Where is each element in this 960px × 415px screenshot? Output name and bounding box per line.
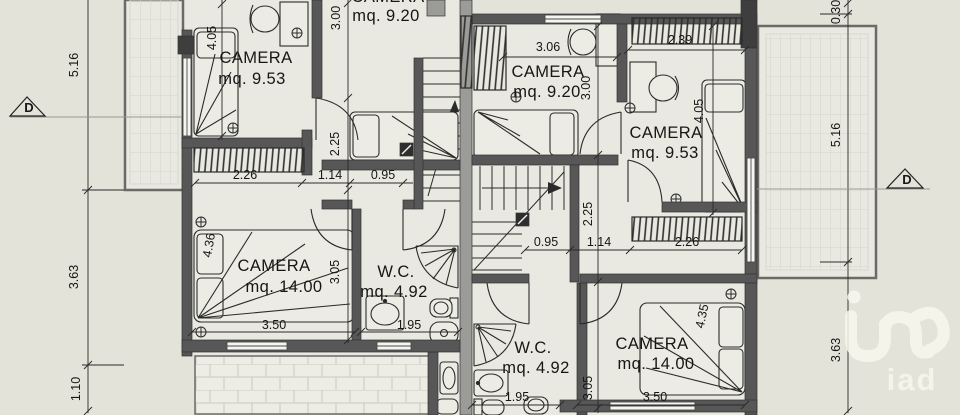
room-left-wc-name: W.C. xyxy=(377,263,414,281)
dim-r-239: 2.39 xyxy=(668,33,692,47)
window-left-south-1 xyxy=(226,341,288,351)
desk-right-2 xyxy=(629,61,680,113)
bed-double-right xyxy=(639,302,746,396)
dim-ticks xyxy=(83,0,853,415)
room-right-camera3-name: CAMERA xyxy=(616,335,689,353)
shaft-hatch xyxy=(460,15,473,89)
dim-right-mid: 5.16 xyxy=(829,123,843,147)
bed-single-left-2 xyxy=(349,111,459,161)
dim-l-226: 2.26 xyxy=(233,168,257,182)
dim-left-top: 5.16 xyxy=(67,53,81,77)
dim-r-195: 1.95 xyxy=(505,390,529,404)
left-unit-dimension-labels: 4.05 3.00 2.26 1.14 0.95 2.25 4.36 3.05 … xyxy=(200,6,421,332)
shower-left xyxy=(415,245,459,289)
room-right-wc-name: W.C. xyxy=(514,339,551,357)
dim-r-435: 4.35 xyxy=(693,303,712,330)
wardrobe-left xyxy=(193,147,305,173)
dim-r-095: 0.95 xyxy=(534,235,558,249)
edge-dimension-labels: 5.16 3.63 1.10 0.30 5.16 3.63 xyxy=(67,0,843,401)
room-left-wc-area: mq. 4.92 xyxy=(360,283,427,301)
sink-left xyxy=(365,295,405,331)
window-right-north xyxy=(544,14,602,24)
section-markers: D D xyxy=(8,96,930,190)
dim-r-300: 3.00 xyxy=(579,76,593,100)
wardrobes xyxy=(193,15,743,242)
dim-l-436: 4.36 xyxy=(200,232,218,258)
column-marks xyxy=(401,144,528,225)
section-marker-left-label: D xyxy=(24,100,33,115)
sink-right xyxy=(473,369,509,397)
room-right-camera2-area: mq. 9.53 xyxy=(631,144,698,162)
toilet-left xyxy=(429,297,459,319)
dim-r-225: 2.25 xyxy=(581,202,595,226)
right-unit-dimension-labels: 3.06 2.39 3.00 4.05 0.95 1.14 2.26 2.25 … xyxy=(505,33,712,404)
balcony xyxy=(194,355,431,415)
dim-r-114: 1.14 xyxy=(587,235,611,249)
section-marker-right-label: D xyxy=(902,172,911,187)
shower-right xyxy=(473,323,517,367)
dim-l-114: 1.14 xyxy=(318,168,342,182)
dim-l-305: 3.05 xyxy=(328,260,342,284)
doors xyxy=(310,97,663,325)
dim-l-405: 4.05 xyxy=(205,26,219,50)
toilet-right xyxy=(473,398,505,415)
right-terrace xyxy=(756,24,878,280)
party-wall xyxy=(459,0,473,415)
walls xyxy=(177,0,758,415)
wardrobe-right-1 xyxy=(473,25,507,91)
dim-right-bottom: 3.63 xyxy=(829,338,843,362)
room-left-camera1-name: CAMERA xyxy=(220,49,293,67)
room-right-camera1-area: mq. 9.20 xyxy=(513,83,580,101)
dim-r-405: 4.05 xyxy=(692,99,706,123)
room-right-camera2-name: CAMERA xyxy=(630,124,703,142)
dim-l-095: 0.95 xyxy=(371,168,395,182)
dim-r-306: 3.06 xyxy=(536,40,560,54)
left-terrace xyxy=(123,0,185,192)
room-right-camera1-name: CAMERA xyxy=(512,63,585,81)
dim-l-225: 2.25 xyxy=(328,132,342,156)
dim-left-bottom: 1.10 xyxy=(69,377,83,401)
room-right-wc-area: mq. 4.92 xyxy=(502,359,569,377)
windows xyxy=(182,14,756,411)
sink-left-lower xyxy=(439,361,459,395)
bed-double-left xyxy=(193,229,355,323)
bidet-left xyxy=(429,321,459,345)
dim-l-195: 1.95 xyxy=(397,318,421,332)
dim-right-top: 0.30 xyxy=(829,0,843,24)
watermark-logo: iad xyxy=(845,290,950,397)
dim-l-300: 3.00 xyxy=(329,6,343,30)
room-left-camera1-area: mq. 9.53 xyxy=(218,70,285,88)
room-labels: CAMERA mq. 9.53 CAMERA mq. 9.20 CAMERA m… xyxy=(218,0,702,377)
dim-l-350: 3.50 xyxy=(262,318,286,332)
window-right-south xyxy=(609,401,696,411)
bed-single-left-1 xyxy=(193,27,239,137)
dim-r-350: 3.50 xyxy=(643,390,667,404)
dim-r-226: 2.26 xyxy=(675,235,699,249)
room-left-camera3-area: mq. 14.00 xyxy=(246,278,323,296)
room-left-camera3-name: CAMERA xyxy=(238,257,311,275)
wardrobe-right-3 xyxy=(631,216,743,242)
iad-logo-icon xyxy=(845,307,950,363)
window-left-west xyxy=(182,57,192,137)
room-right-camera3-area: mq. 14.00 xyxy=(618,355,695,373)
bed-single-right-2 xyxy=(701,79,747,213)
wardrobe-right-2 xyxy=(631,17,743,45)
desk-left xyxy=(249,1,309,47)
dim-left-mid: 3.63 xyxy=(67,265,81,289)
watermark-text: iad xyxy=(887,362,938,397)
window-left-south-2 xyxy=(376,341,412,351)
bed-single-right-1 xyxy=(473,109,579,159)
iad-logo-dot xyxy=(847,290,861,304)
window-right-east xyxy=(746,157,756,263)
section-marker-left-icon xyxy=(8,96,47,117)
dim-r-305: 3.05 xyxy=(581,376,595,400)
toilet-left-lower xyxy=(435,398,459,415)
section-marker-right-icon xyxy=(885,168,925,189)
room-left-camera2-area: mq. 9.20 xyxy=(352,7,419,25)
room-left-camera2-name: CAMERA xyxy=(352,0,425,6)
